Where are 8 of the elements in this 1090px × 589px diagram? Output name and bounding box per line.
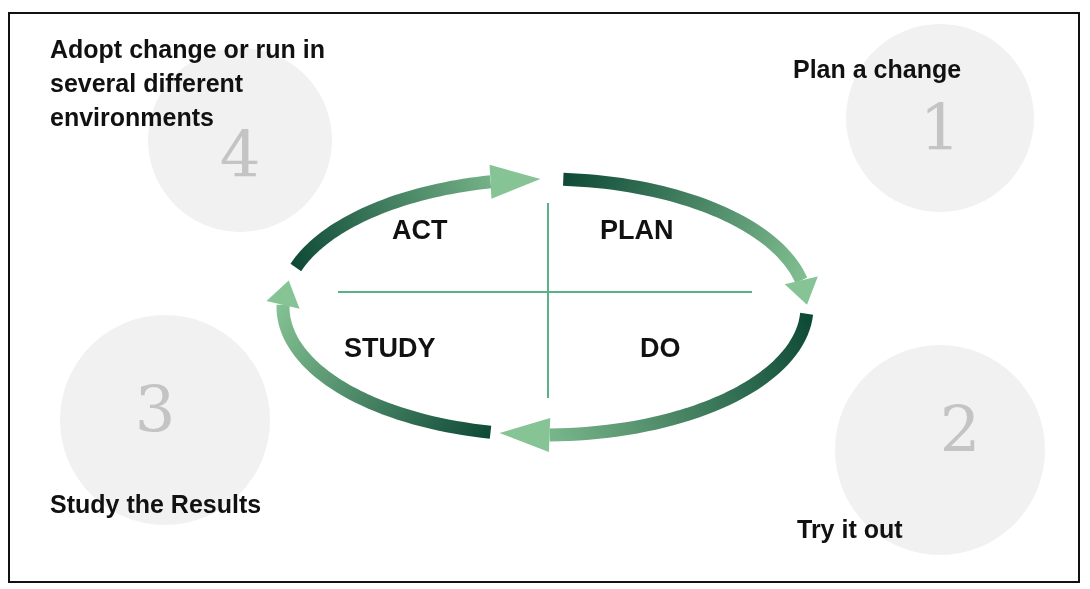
step-caption: Plan a change [793,54,963,85]
step-caption: Adopt change or run in several different environments [50,34,326,131]
quadrant-label: ACT [392,215,448,246]
step-caption: Try it out [797,514,904,545]
quadrant-label: DO [640,333,681,364]
quadrant-label: PLAN [600,215,674,246]
quadrant-label: STUDY [344,333,436,364]
step-caption: Study the Results [50,489,263,520]
